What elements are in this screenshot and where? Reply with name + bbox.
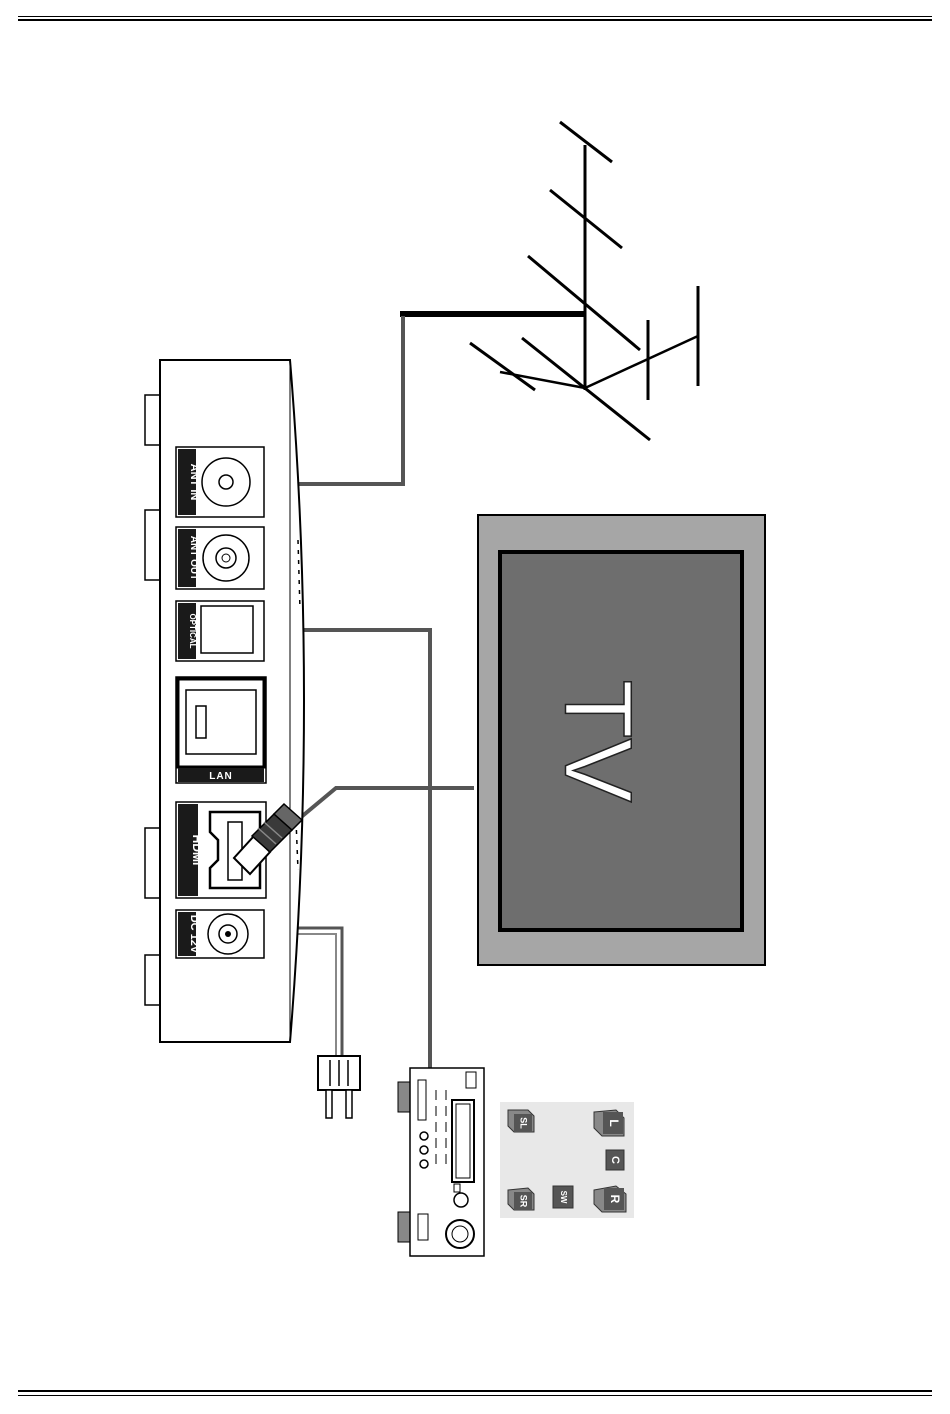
svg-text:SR: SR xyxy=(519,1195,529,1208)
dc-12v-port: DC 12V xyxy=(176,910,264,958)
svg-text:R: R xyxy=(608,1195,622,1204)
optical-label: OPTICAL xyxy=(188,613,197,648)
svg-text:C: C xyxy=(609,1156,621,1164)
svg-text:SW: SW xyxy=(559,1191,568,1204)
speaker-center: C xyxy=(606,1150,624,1170)
speaker-surround-right: SR xyxy=(508,1188,534,1210)
ant-out-port: ANT OUT xyxy=(176,527,264,589)
bottom-rule-thin xyxy=(18,1395,932,1396)
hdmi-label: HDMI xyxy=(190,835,204,866)
svg-text:SL: SL xyxy=(519,1117,529,1129)
ant-out-label: ANT OUT xyxy=(188,536,199,580)
tv: TV xyxy=(478,515,765,965)
speaker-front-left: L xyxy=(594,1110,624,1136)
speaker-layout: SL L C SW SR R xyxy=(500,1102,634,1218)
ant-in-label: ANT IN xyxy=(188,464,200,501)
svg-text:L: L xyxy=(607,1119,621,1126)
speaker-subwoofer: SW xyxy=(553,1186,573,1208)
lan-label: LAN xyxy=(209,771,233,782)
tv-label: TV xyxy=(545,680,652,803)
bottom-rule-thick xyxy=(18,1390,932,1392)
av-receiver xyxy=(398,1068,484,1256)
lan-port: LAN xyxy=(176,677,266,783)
optical-port: OPTICAL xyxy=(176,601,264,661)
speaker-surround-left: SL xyxy=(508,1110,534,1132)
dc-12v-label: DC 12V xyxy=(188,915,200,954)
ant-in-port: ANT IN xyxy=(176,447,264,517)
hdmi-cable xyxy=(300,788,474,818)
power-plug xyxy=(318,1056,360,1118)
speaker-front-right: R xyxy=(594,1186,626,1212)
antenna xyxy=(400,122,698,440)
